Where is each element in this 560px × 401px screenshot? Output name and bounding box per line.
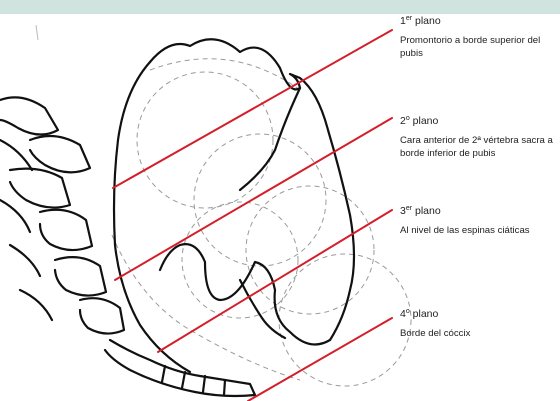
plane-title-2: 2o plano [400, 112, 558, 128]
plane-line-2 [115, 118, 392, 280]
soft-tissue-line [36, 25, 38, 40]
sacral-segment [10, 169, 70, 208]
fetal-head-circle [279, 254, 411, 386]
sacral-segment [80, 298, 124, 333]
plane-title-3: 3er plano [400, 202, 558, 218]
fetal-head-circle [137, 72, 273, 208]
plane-description-3: Al nivel de las espinas ciáticas [400, 225, 530, 236]
plane-label-2: 2o plano Cara anterior de 2ª vértebra sa… [400, 112, 558, 160]
plane-description-1: Promontorio a borde superior del pubis [400, 35, 540, 59]
fetal-head-circle [182, 202, 298, 318]
plane-title-4: 4o plano [400, 305, 558, 321]
plane-label-4: 4o plano Borde del cóccix [400, 305, 558, 340]
acetabulum-outline [240, 88, 300, 190]
sacrum-outline [114, 62, 190, 372]
plane-line-4 [248, 318, 392, 401]
sacral-segment [55, 257, 106, 295]
coccyx-outline [105, 340, 255, 396]
plane-description-4: Borde del cóccix [400, 328, 470, 339]
plane-line-1 [113, 30, 392, 188]
spinous-process [0, 140, 52, 320]
plane-title-1: 1er plano [400, 12, 558, 28]
sacral-segment [40, 210, 92, 250]
plane-label-3: 3er plano Al nivel de las espinas ciátic… [400, 202, 558, 237]
plane-label-1: 1er plano Promontorio a borde superior d… [400, 12, 558, 60]
iliac-bone-outline [150, 39, 354, 344]
lumbar-vertebra [30, 136, 90, 172]
plane-description-2: Cara anterior de 2ª vértebra sacra a bor… [400, 135, 553, 159]
fetal-head-circle [194, 134, 326, 266]
lumbar-vertebra [0, 97, 58, 134]
